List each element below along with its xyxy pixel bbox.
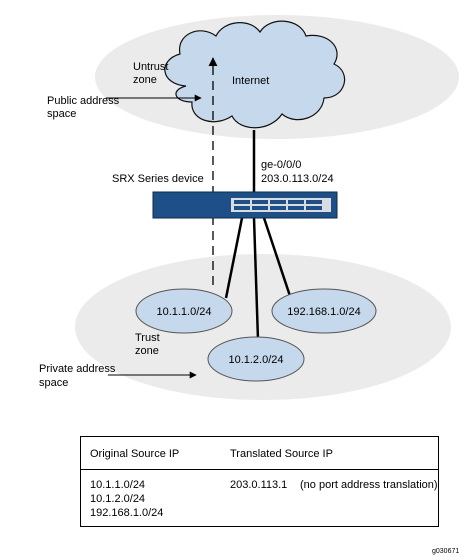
internet-cloud-icon xyxy=(164,20,346,129)
private-space-label: Private address xyxy=(39,363,116,375)
nat-translation-table: Original Source IP Translated Source IP … xyxy=(80,436,439,527)
table-header-original: Original Source IP xyxy=(90,448,180,460)
srx-device-icon xyxy=(152,191,338,219)
interface-label: ge-0/0/0 xyxy=(261,159,301,171)
table-cell-original-ip: 192.168.1.0/24 xyxy=(90,507,164,519)
table-cell-original-ip: 10.1.1.0/24 xyxy=(90,479,146,491)
subnet-192-168-1-0 xyxy=(271,288,377,334)
public-space-label-2: space xyxy=(47,108,76,120)
trust-zone-label-2: zone xyxy=(135,345,159,357)
table-header-translated: Translated Source IP xyxy=(230,448,333,460)
subnet-label: 10.1.2.0/24 xyxy=(228,354,283,366)
interface-ip-label: 203.0.113.0/24 xyxy=(261,173,334,185)
link-to-192-168-1-0 xyxy=(262,217,292,297)
table-cell-original-ip: 10.1.2.0/24 xyxy=(90,493,146,505)
untrust-zone-label: Untrust xyxy=(133,61,168,73)
device-name-label: SRX Series device xyxy=(112,173,204,185)
untrust-zone-label-2: zone xyxy=(133,74,157,86)
public-space-label: Public address xyxy=(47,95,120,107)
private-space-label-2: space xyxy=(39,377,68,389)
table-cell-translated-ip: 203.0.113.1 xyxy=(230,479,288,491)
link-to-10-1-2-0 xyxy=(252,217,260,341)
subnet-10-1-2-0 xyxy=(207,336,305,382)
subnet-10-1-1-0 xyxy=(135,288,233,334)
figure-id: g030671 xyxy=(432,548,459,555)
table-header-divider xyxy=(81,469,438,470)
trust-zone-label: Trust xyxy=(135,332,160,344)
internet-label: Internet xyxy=(232,75,269,87)
link-to-10-1-1-0 xyxy=(224,217,244,299)
subnet-label: 192.168.1.0/24 xyxy=(287,306,360,318)
subnet-label: 10.1.1.0/24 xyxy=(156,306,211,318)
table-cell-translated-note: (no port address translation) xyxy=(300,479,438,491)
